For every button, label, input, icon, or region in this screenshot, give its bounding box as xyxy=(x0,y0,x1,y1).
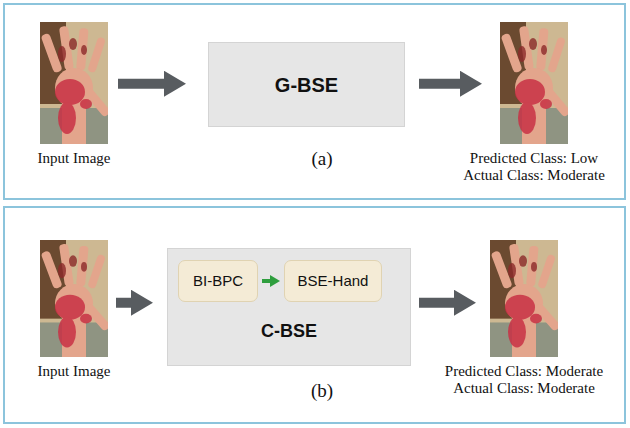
input-photo xyxy=(40,22,111,144)
flow-arrow xyxy=(118,79,164,89)
image-caption: Actual Class: Moderate xyxy=(463,167,605,184)
image-caption: Input Image xyxy=(38,150,111,167)
panel: Input Image G-BSE Predicted Class: LowActu… xyxy=(3,3,626,200)
flow-arrow-green xyxy=(262,279,270,283)
module-box: BSE-Hand xyxy=(284,260,382,302)
box-label: G-BSE xyxy=(275,73,338,97)
output-photo xyxy=(500,22,571,144)
box-label: BSE-Hand xyxy=(298,272,369,290)
panel-label: (b) xyxy=(311,380,333,403)
module-box: BI-BPC xyxy=(178,260,258,302)
box-label: C-BSE xyxy=(168,321,410,343)
image-caption: Predicted Class: Moderate xyxy=(445,363,603,380)
image-frame: Input Image xyxy=(40,240,108,357)
image-frame: Predicted Class: LowActual Class: Modera… xyxy=(500,22,568,144)
panel-label: (a) xyxy=(311,148,332,171)
image-caption: Actual Class: Moderate xyxy=(445,380,603,397)
flow-arrow xyxy=(419,298,454,308)
box-label: BI-BPC xyxy=(193,272,243,290)
output-photo xyxy=(490,240,561,357)
image-caption: Predicted Class: Low xyxy=(463,150,605,167)
image-caption: Input Image xyxy=(38,363,111,380)
image-frame: Predicted Class: ModerateActual Class: M… xyxy=(490,240,558,357)
input-photo xyxy=(40,240,111,357)
flow-arrow xyxy=(116,298,131,308)
process-box: G-BSE xyxy=(208,42,405,127)
image-frame: Input Image xyxy=(40,22,108,144)
flow-arrow xyxy=(419,79,460,89)
process-box: BI-BPC BSE-HandC-BSE xyxy=(167,248,411,366)
panel: Input Image BI-BPC BSE-HandC-BSE Predicted … xyxy=(3,206,626,424)
